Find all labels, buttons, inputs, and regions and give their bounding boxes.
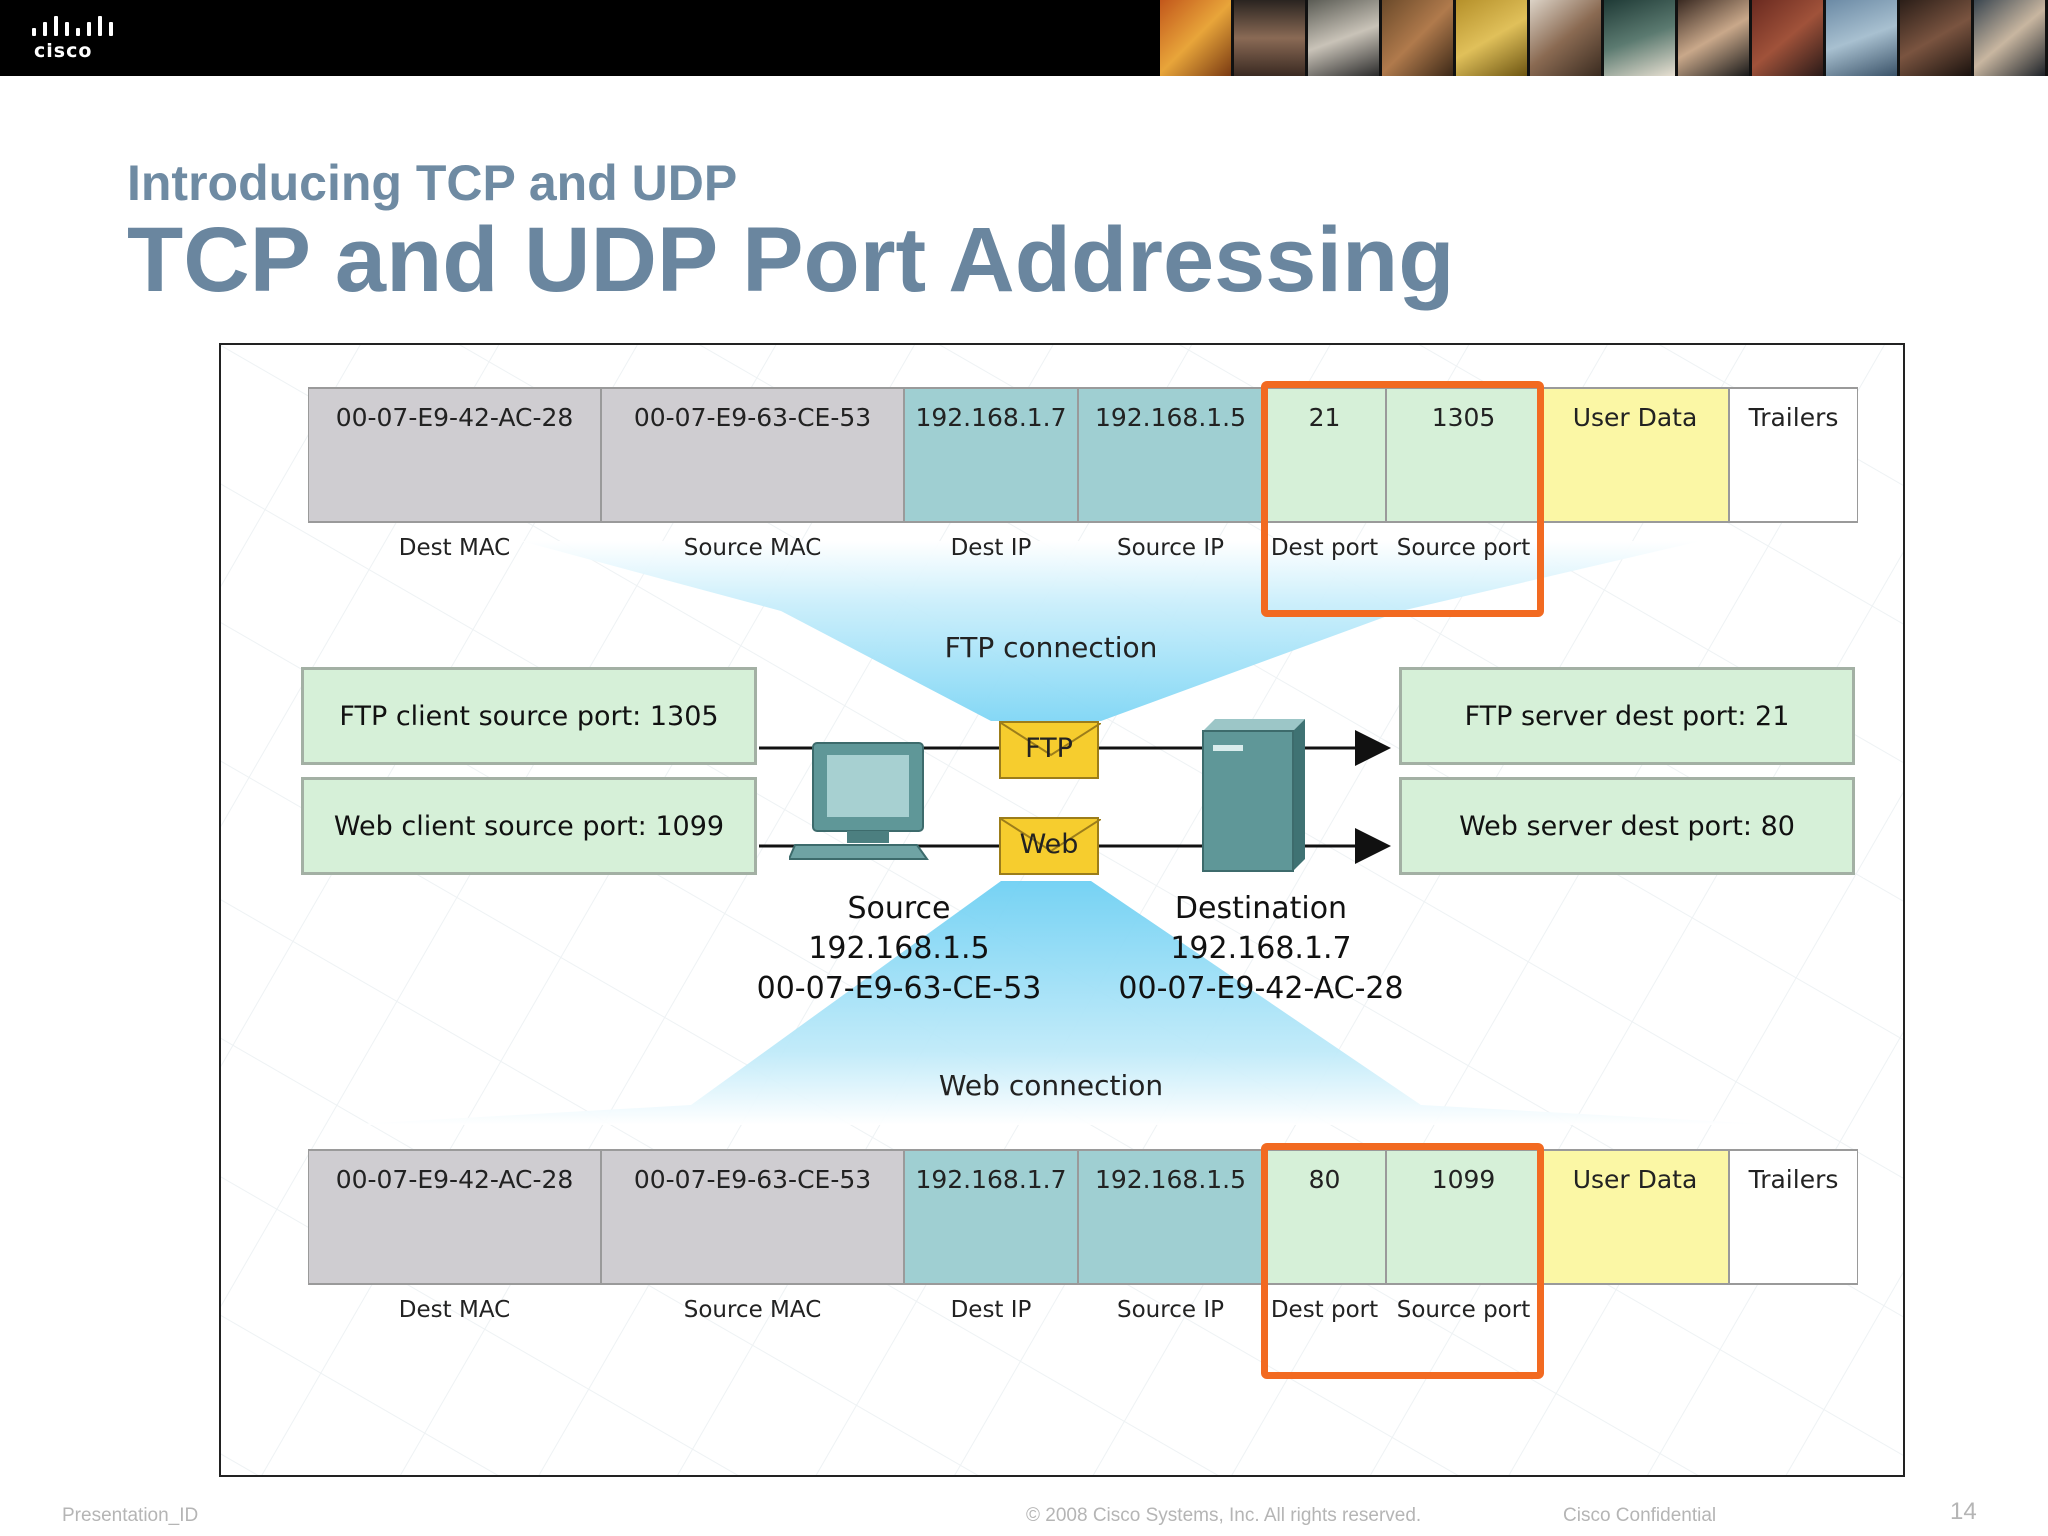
packet-cell-trailers: Trailers: [1729, 387, 1858, 523]
packet-cell-dest-mac: 00-07-E9-42-AC-28: [308, 1149, 601, 1285]
ftp-port-highlight: [1261, 381, 1544, 617]
cisco-wordmark: cisco: [34, 40, 93, 62]
label-source-mac: Source MAC: [683, 535, 822, 561]
packet-cell-source-mac: 00-07-E9-63-CE-53: [601, 387, 904, 523]
packet-cell-source-port: 1099: [1386, 1149, 1541, 1285]
packet-cell-dest-ip: 192.168.1.7: [904, 387, 1078, 523]
packet-cell-user-data: User Data: [1541, 387, 1729, 523]
web-envelope-label: Web: [1019, 829, 1079, 860]
label-source-ip: Source IP: [1117, 1297, 1224, 1323]
ftp-envelope-label: FTP: [1025, 733, 1073, 764]
destination-ip: 192.168.1.7: [1170, 931, 1352, 966]
packet-cell-trailers: Trailers: [1729, 1149, 1858, 1285]
confidential-notice: Cisco Confidential: [1563, 1505, 1717, 1526]
label-dest-port: Dest port: [1270, 535, 1379, 561]
diagram-background: [221, 345, 1903, 1475]
label-dest-ip: Dest IP: [950, 535, 1032, 561]
port-addressing-diagram: 00-07-E9-42-AC-28 00-07-E9-63-CE-53 192.…: [219, 343, 1905, 1477]
web-server-port-box: Web server dest port: 80: [1399, 777, 1855, 875]
cisco-logo: cisco: [30, 12, 130, 64]
destination-host-info: Destination 192.168.1.7 00-07-E9-42-AC-2…: [1101, 889, 1421, 1009]
label-dest-port: Dest port: [1270, 1297, 1379, 1323]
page-number: 14: [1950, 1498, 1977, 1525]
source-host-info: Source 192.168.1.5 00-07-E9-63-CE-53: [739, 889, 1059, 1009]
packet-cell-source-ip: 192.168.1.5: [1078, 387, 1263, 523]
packet-cell-source-mac: 00-07-E9-63-CE-53: [601, 1149, 904, 1285]
ftp-packet: 00-07-E9-42-AC-28 00-07-E9-63-CE-53 192.…: [308, 387, 1858, 523]
ftp-envelope-icon: FTP: [999, 721, 1101, 779]
top-banner: cisco: [0, 0, 2048, 76]
web-packet-labels: Dest MAC Source MAC Dest IP Source IP De…: [308, 1297, 1541, 1331]
source-mac: 00-07-E9-63-CE-53: [756, 971, 1042, 1006]
ftp-connection-label: FTP connection: [944, 631, 1158, 664]
web-client-port-box: Web client source port: 1099: [301, 777, 757, 875]
cisco-bars-icon: [32, 16, 116, 36]
destination-mac: 00-07-E9-42-AC-28: [1118, 971, 1404, 1006]
label-dest-ip: Dest IP: [950, 1297, 1032, 1323]
label-source-mac: Source MAC: [683, 1297, 822, 1323]
label-source-port: Source port: [1396, 1297, 1531, 1323]
source-ip: 192.168.1.5: [808, 931, 990, 966]
destination-title: Destination: [1174, 891, 1348, 926]
packet-cell-user-data: User Data: [1541, 1149, 1729, 1285]
label-dest-mac: Dest MAC: [398, 1297, 511, 1323]
web-connection-label: Web connection: [938, 1069, 1164, 1102]
packet-cell-dest-port: 80: [1263, 1149, 1386, 1285]
slide-title: TCP and UDP Port Addressing: [127, 209, 1455, 311]
slide-subtitle: Introducing TCP and UDP: [127, 155, 738, 211]
presentation-id: Presentation_ID: [62, 1505, 199, 1526]
packet-cell-dest-ip: 192.168.1.7: [904, 1149, 1078, 1285]
label-dest-mac: Dest MAC: [398, 535, 511, 561]
source-computer-icon: [789, 742, 929, 860]
web-envelope-icon: Web: [999, 817, 1101, 875]
packet-cell-source-ip: 192.168.1.5: [1078, 1149, 1263, 1285]
header-photo-strip: [1160, 0, 2048, 76]
web-packet: 00-07-E9-42-AC-28 00-07-E9-63-CE-53 192.…: [308, 1149, 1858, 1285]
destination-server-icon: [1202, 719, 1305, 872]
label-source-port: Source port: [1396, 535, 1531, 561]
source-title: Source: [847, 891, 951, 926]
copyright-notice: © 2008 Cisco Systems, Inc. All rights re…: [1026, 1505, 1422, 1526]
label-source-ip: Source IP: [1117, 535, 1224, 561]
packet-cell-source-port: 1305: [1386, 387, 1541, 523]
packet-cell-dest-mac: 00-07-E9-42-AC-28: [308, 387, 601, 523]
ftp-packet-labels: Dest MAC Source MAC Dest IP Source IP De…: [308, 535, 1541, 569]
ftp-server-port-box: FTP server dest port: 21: [1399, 667, 1855, 765]
ftp-client-port-box: FTP client source port: 1305: [301, 667, 757, 765]
web-port-highlight: [1261, 1143, 1544, 1379]
